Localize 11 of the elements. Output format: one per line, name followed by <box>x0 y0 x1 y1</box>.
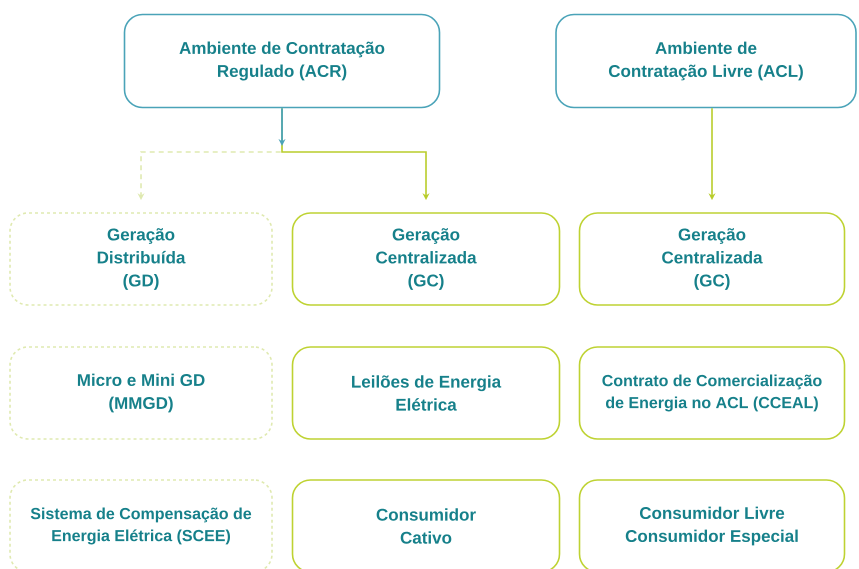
category-box: Micro e Mini GD (MMGD) <box>9 346 273 440</box>
top-box: Ambiente de Contratação Regulado (ACR) <box>124 14 440 108</box>
category-box: Sistema de Compensação de Energia Elétrica (SCEE) <box>9 479 273 569</box>
category-box: Geração Distribuída (GD) <box>9 212 273 306</box>
category-box: Contrato de Comercialização de Energia no ACL (CCEAL) <box>578 346 846 440</box>
category-box: Geração Centralizada (GC) <box>578 212 846 306</box>
category-box: Consumidor Cativo <box>292 479 560 569</box>
top-box: Ambiente de Contratação Livre (ACL) <box>555 14 857 108</box>
category-box: Leilões de Energia Elétrica <box>292 346 560 440</box>
category-box: Consumidor Livre Consumidor Especial <box>578 479 846 569</box>
category-box: Geração Centralizada (GC) <box>292 212 560 306</box>
